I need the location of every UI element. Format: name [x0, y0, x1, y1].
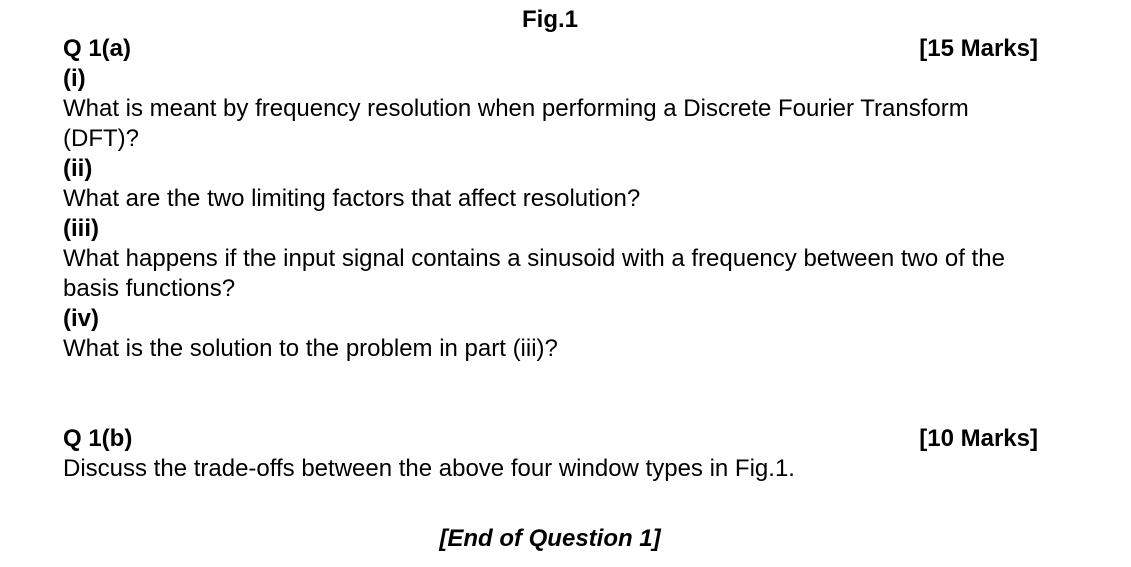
q1b-header: Q 1(b) [10 Marks]	[63, 424, 1038, 454]
q1b-question: Discuss the trade-offs between the above…	[63, 455, 795, 482]
part-iii-number: (iii)	[63, 215, 99, 242]
part-ii-question: What are the two limiting factors that a…	[63, 185, 641, 212]
figure-title: Fig.1	[521, 6, 578, 33]
end-of-question: [End of Question 1]	[439, 525, 661, 552]
q1a-marks: [15 Marks]	[919, 35, 1038, 62]
q1b-marks: [10 Marks]	[919, 425, 1038, 452]
q1a-header: Q 1(a) [15 Marks]	[63, 34, 1038, 64]
part-iii-question: What happens if the input signal contain…	[63, 245, 1005, 302]
part-i-question: What is meant by frequency resolution wh…	[63, 94, 1038, 154]
section-spacer	[63, 364, 1038, 424]
part-i-number: (i)	[63, 65, 86, 92]
part-ii-number: (ii)	[63, 155, 93, 182]
part-i-text: What is meant by frequency resolution wh…	[63, 95, 969, 152]
part-iv-question: What is the solution to the problem in p…	[63, 335, 558, 362]
q1a-label: Q 1(a)	[63, 35, 132, 62]
question-content: Q 1(a) [15 Marks] (i) What is meant by f…	[63, 34, 1038, 484]
part-iv-number: (iv)	[63, 305, 99, 332]
q1b-label: Q 1(b)	[63, 425, 133, 452]
